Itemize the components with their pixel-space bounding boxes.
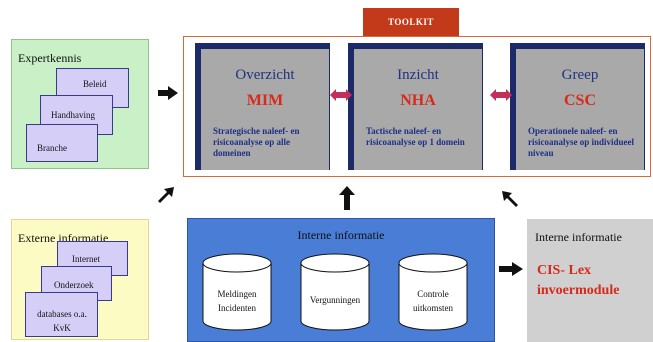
cis-lex-label: CIS- Lex	[537, 263, 592, 278]
arrow-right-icon	[499, 262, 523, 276]
database-icon	[398, 253, 468, 331]
card-title: Overzicht	[235, 67, 295, 83]
panel-title: Interne informatie	[535, 230, 622, 244]
panel-title: Interne informatie	[297, 228, 385, 242]
doc-label: Internet	[72, 254, 100, 264]
card-acronym: MIM	[246, 92, 284, 109]
interne-informatie-cis-panel: Interne informatie CIS- Lex invoermodule	[527, 219, 653, 342]
arrow-up-icon	[339, 186, 355, 210]
database-cylinder: Vergunningen	[300, 253, 370, 331]
cylinder-label: Incidenten	[218, 303, 256, 313]
doc-branche: Branche	[26, 124, 98, 162]
panel-title: Expertkennis	[18, 51, 82, 65]
doc-label: Handhaving	[51, 110, 95, 120]
card-title: Greep	[561, 67, 599, 83]
arrow-up-right-icon	[158, 187, 174, 203]
toolkit-label: TOOLKIT	[363, 8, 459, 36]
arrow-up-left-icon	[502, 191, 518, 207]
doc-databases: databases o.a. KvK	[25, 292, 98, 337]
card-acronym: CSC	[563, 92, 596, 109]
cylinder-label: Vergunningen	[309, 295, 361, 305]
invoermodule-label: invoermodule	[537, 283, 620, 298]
card-title: Inzicht	[397, 67, 439, 83]
double-arrow-icon	[490, 89, 512, 101]
cylinder-label: uitkomsten	[413, 303, 453, 313]
doc-label: Beleid	[83, 79, 107, 89]
card-description: Tactische naleef- en risicoanalyse op 1 …	[366, 126, 465, 147]
doc-label: databases o.a. KvK	[37, 309, 87, 333]
database-cylinder: Meldingen Incidenten	[202, 253, 272, 331]
card-acronym: NHA	[400, 92, 436, 109]
card-overzicht: Overzicht MIM Strategische naleef- en ri…	[201, 49, 329, 170]
database-icon	[300, 253, 370, 331]
doc-label: Branche	[37, 143, 67, 153]
arrow-right-icon	[158, 86, 178, 100]
database-icon	[202, 253, 272, 331]
card-description: Strategische naleef- en risicoanalyse op…	[213, 126, 300, 158]
card-greep: Greep CSC Operationele naleef- en risico…	[516, 49, 644, 170]
cylinder-label: Controle	[417, 289, 449, 299]
double-arrow-icon	[330, 89, 352, 101]
doc-label: Onderzoek	[54, 280, 94, 290]
card-description: Operationele naleef- en risicoanalyse op…	[528, 126, 635, 158]
card-inzicht: Inzicht NHA Tactische naleef- en risicoa…	[354, 49, 482, 170]
cylinder-label: Meldingen	[217, 289, 257, 299]
database-cylinder: Controle uitkomsten	[398, 253, 468, 331]
